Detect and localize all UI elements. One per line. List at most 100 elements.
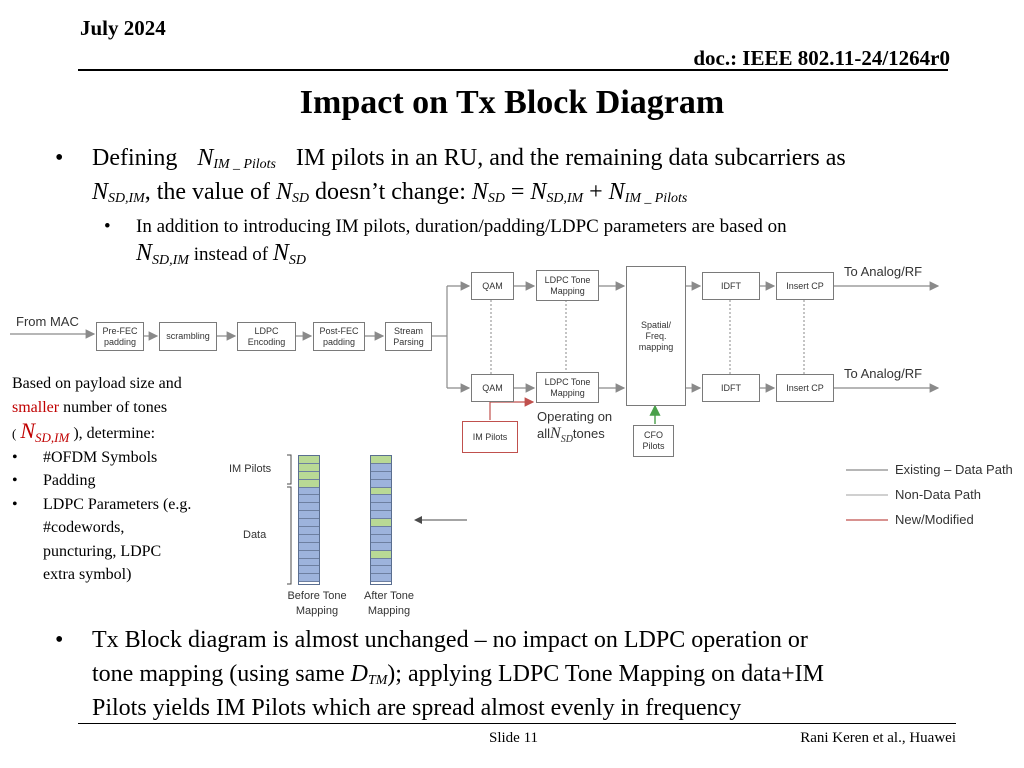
data-cell xyxy=(371,527,391,535)
data-cell xyxy=(299,542,319,551)
legend-new-modified: New/Modified xyxy=(895,512,974,527)
note-number-of-tones: number of tones xyxy=(63,398,168,416)
math-d: D xyxy=(350,661,368,687)
im-pilots-label: IM Pilots xyxy=(229,463,272,475)
idft-block-bottom: IDFT xyxy=(702,374,760,402)
data-cell xyxy=(299,527,319,535)
math-n: N xyxy=(530,179,547,205)
pre-fec-padding-block: Pre-FEC padding xyxy=(96,322,144,351)
text-the-value-of: , the value of xyxy=(144,179,270,205)
note-item-cont: puncturing, LDPC xyxy=(43,542,162,560)
data-cell xyxy=(371,471,391,480)
operating-on-label: Operating on allNSDtones xyxy=(537,408,612,445)
data-cell xyxy=(371,463,391,472)
data-cell xyxy=(299,511,319,520)
text-defining: Defining xyxy=(92,145,178,171)
math-sub-sd-im: SD,IM xyxy=(546,191,584,207)
sub-bullet-line-2: NSD,IM instead of NSD xyxy=(136,240,306,270)
math-sub-sd: SD xyxy=(288,252,306,268)
math-n: N xyxy=(136,240,153,266)
note-item-text: LDPC Parameters (e.g. xyxy=(43,495,192,513)
payload-note: Based on payload size and smaller number… xyxy=(12,372,242,587)
post-fec-padding-block: Post-FEC padding xyxy=(313,322,365,351)
text-instead-of: instead of xyxy=(193,244,269,265)
math-equals: = xyxy=(510,179,525,205)
all-tones-line: allNSDtones xyxy=(537,425,612,445)
bullet-2-mark: • xyxy=(55,627,64,653)
qam-block-bottom: QAM xyxy=(471,374,514,402)
spatial-freq-mapping-block: Spatial/ Freq. mapping xyxy=(626,266,686,406)
data-cell xyxy=(371,495,391,504)
header-rule xyxy=(78,69,948,71)
data-cell xyxy=(371,511,391,520)
note-item-text: Padding xyxy=(43,472,96,489)
data-cell xyxy=(299,487,319,496)
note-list: •#OFDM Symbols •Padding •LDPC Parameters… xyxy=(12,446,242,587)
text-im-pilots-rest: IM pilots in an RU, and the remaining da… xyxy=(295,145,846,171)
data-cell xyxy=(371,542,391,551)
note-item: •Padding xyxy=(12,472,96,489)
ldpc-tone-mapping-block-top: LDPC Tone Mapping xyxy=(536,270,599,301)
math-sub-sd-im: SD,IM xyxy=(152,252,189,268)
legend-existing-data-path: Existing – Data Path xyxy=(895,462,1013,477)
note-smaller: smaller xyxy=(12,398,60,416)
note-item: •#OFDM Symbols xyxy=(12,448,158,466)
bullet-2-line-2: tone mapping (using same DTM); applying … xyxy=(92,658,824,694)
insert-cp-block-bottom: Insert CP xyxy=(776,374,834,402)
math-plus: + xyxy=(589,179,603,205)
text-doesnt-change: doesn’t change: xyxy=(315,179,466,205)
note-item-cont: #codewords, xyxy=(43,519,125,536)
im-pilot-cell xyxy=(371,550,391,559)
data-cell xyxy=(299,574,319,583)
tones-text: tones xyxy=(572,426,605,441)
math-n: N xyxy=(272,240,289,266)
data-cell xyxy=(371,479,391,488)
math-sub-sd-im: SD,IM xyxy=(108,191,145,207)
math-n: N xyxy=(550,425,561,442)
bullet-2-line-3: Pilots yields IM Pilots which are spread… xyxy=(92,695,742,721)
im-pilot-cell xyxy=(371,519,391,528)
note-determine: ), determine: xyxy=(73,425,156,442)
header-date: July 2024 xyxy=(80,16,166,40)
to-analog-rf-label-bottom: To Analog/RF xyxy=(844,366,923,381)
to-analog-rf-label-top: To Analog/RF xyxy=(844,264,923,279)
legend-non-data-path: Non-Data Path xyxy=(895,487,981,502)
from-mac-label: From MAC xyxy=(16,314,79,329)
math-sub-tm: TM xyxy=(367,673,388,689)
footer-rule xyxy=(78,723,956,724)
after-tone-mapping-label: After Tone Mapping xyxy=(364,590,414,617)
note-line-1: Based on payload size and xyxy=(12,375,182,392)
data-label: Data xyxy=(243,529,267,541)
before-tone-mapping-label: Before Tone Mapping xyxy=(287,590,347,617)
math-sub-sd: SD xyxy=(560,434,573,445)
im-pilot-cell xyxy=(299,471,319,480)
stream-parsing-block: Stream Parsing xyxy=(385,322,432,351)
note-item: •LDPC Parameters (e.g. xyxy=(12,495,192,513)
all-text: all xyxy=(537,426,551,441)
qam-block-top: QAM xyxy=(471,272,514,300)
math-sub-sd: SD xyxy=(292,191,310,207)
math-sub-im-pilots: IM _ Pilots xyxy=(213,157,276,173)
ldpc-encoding-block: LDPC Encoding xyxy=(237,322,296,351)
idft-block-top: IDFT xyxy=(702,272,760,300)
data-cell xyxy=(299,503,319,512)
insert-cp-block-top: Insert CP xyxy=(776,272,834,300)
note-line-2: smaller number of tones xyxy=(12,396,242,420)
bullet-1-line-2: NSD,IM, the value of NSD doesn’t change:… xyxy=(92,176,687,212)
text-tone-mapping-using-same: tone mapping (using same xyxy=(92,661,345,687)
data-cell xyxy=(371,503,391,512)
footer-author: Rani Keren et al., Huawei xyxy=(800,730,956,746)
im-pilot-cell xyxy=(299,463,319,472)
math-n: N xyxy=(276,179,293,205)
sub-bullet-mark: • xyxy=(104,216,111,237)
data-cell xyxy=(299,558,319,567)
bullet-1-mark: • xyxy=(55,145,64,171)
math-n-red: N xyxy=(20,418,36,443)
note-line-3: ( NSD,IM ), determine: xyxy=(12,419,242,446)
math-sub-sd-im-red: SD,IM xyxy=(35,430,70,445)
data-cell xyxy=(371,558,391,567)
note-item-text: #OFDM Symbols xyxy=(43,448,158,466)
scrambling-block: scrambling xyxy=(159,322,217,351)
im-pilots-block: IM Pilots xyxy=(462,421,518,453)
